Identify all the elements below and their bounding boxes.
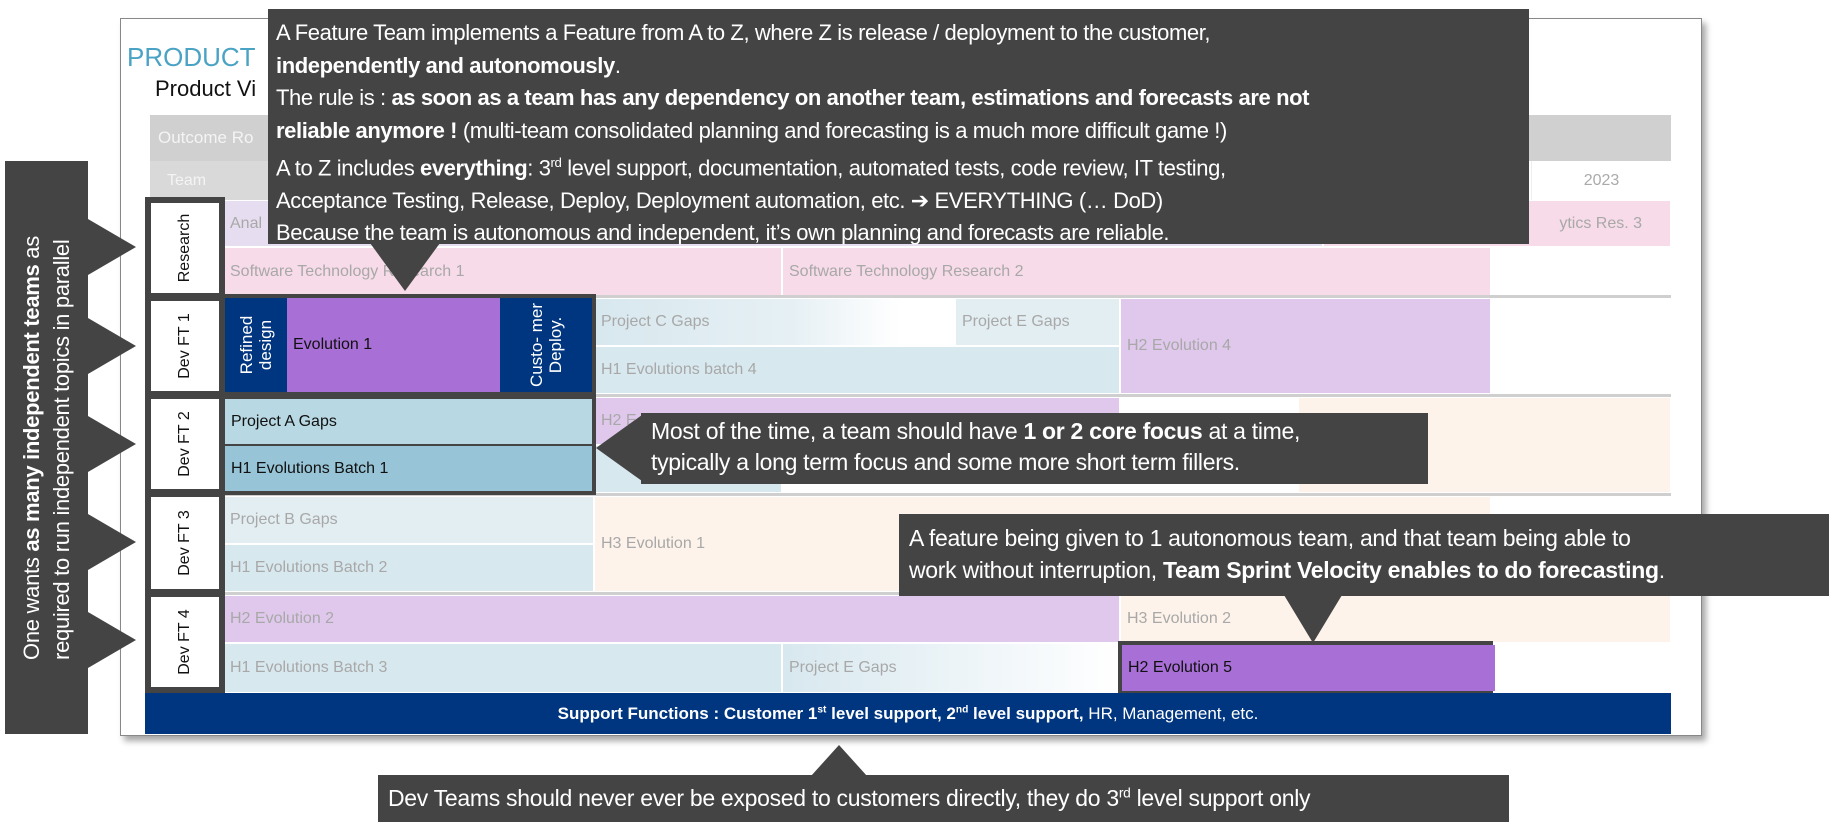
bottom-a: Dev Teams should never ever be exposed t… <box>388 785 1119 811</box>
team-dev-ft-3: Dev FT 3 <box>151 497 219 589</box>
team-column-header: Team <box>150 161 223 200</box>
bar-project-b-gaps: Project B Gaps <box>223 496 594 544</box>
bar-project-e-gaps-ft4: Project E Gaps <box>782 643 1120 693</box>
team-dev-ft-1: Dev FT 1 <box>151 301 219 391</box>
arrow-up-icon <box>811 745 867 776</box>
highlight-ft1: Refined design Evolution 1 Custo- mer De… <box>221 294 596 396</box>
bar-refined-design: Refined design <box>225 298 287 392</box>
row-separator <box>223 394 1671 397</box>
left-text-1: One wants <box>18 551 44 660</box>
bar-h3-evolution-2: H3 Evolution 2 <box>1120 595 1671 643</box>
team-dev-ft-2: Dev FT 2 <box>151 399 219 489</box>
team-research: Research <box>151 203 219 293</box>
top-l3-bold: as soon as a team has any dependency on … <box>391 85 1310 110</box>
bar-project-a-gaps: Project A Gaps <box>225 399 592 444</box>
middle-line-1: Most of the time, a team should have 1 o… <box>651 416 1428 447</box>
bar-h1-evolutions-batch-3: H1 Evolutions Batch 3 <box>223 643 782 693</box>
highlight-ft2: Project A Gaps H1 Evolutions Batch 1 <box>221 395 596 495</box>
team-column: Research Dev FT 1 Dev FT 2 Dev FT 3 Dev … <box>145 197 225 695</box>
bar-project-c-gaps: Project C Gaps <box>594 298 955 346</box>
top-l4-bold: reliable anymore ! <box>276 117 458 143</box>
right-c: . <box>1658 557 1665 583</box>
left-text-line2: required to run independent topics in pa… <box>48 239 74 660</box>
callout-independent-teams: One wants as many independent teams as r… <box>5 161 88 734</box>
bar-h1-evolutions-batch-4: H1 Evolutions batch 4 <box>594 346 1120 394</box>
middle-bold: 1 or 2 core focus <box>1023 418 1203 444</box>
top-line-5: A to Z includes everything: 3rd level su… <box>276 147 1529 185</box>
support-bold-c: level support, <box>968 703 1084 723</box>
top-l5-a: A to Z includes <box>276 155 421 181</box>
row-separator <box>223 295 1671 298</box>
bar-software-tech-research-2: Software Technology Research 2 <box>782 247 1491 296</box>
support-bold-a: Support Functions : Customer 1 <box>557 703 818 723</box>
top-l4-a: (multi-team consolidated planning and fo… <box>457 117 1227 143</box>
arrow-right-icon <box>88 318 136 374</box>
arrow-right-icon <box>88 219 136 275</box>
callout-sprint-velocity: A feature being given to 1 autonomous te… <box>899 514 1829 596</box>
slide-subtitle: Product Vi <box>155 76 257 101</box>
year-2023: 2023 <box>1531 161 1671 200</box>
bar-project-e-gaps-ft1: Project E Gaps <box>955 298 1120 346</box>
top-line-7: Because the team is autonomous and indep… <box>276 220 1170 246</box>
arrow-right-icon <box>88 612 136 668</box>
bottom-text: Dev Teams should never ever be exposed t… <box>388 785 1311 812</box>
arrow-down-icon <box>370 243 440 291</box>
bar-h1-evolutions-batch-2: H1 Evolutions Batch 2 <box>223 544 594 592</box>
callout-dev-teams-support: Dev Teams should never ever be exposed t… <box>378 775 1509 822</box>
right-bold: Team Sprint Velocity enables to do forec… <box>1162 557 1659 583</box>
right-line-1: A feature being given to 1 autonomous te… <box>909 525 1631 551</box>
top-l5-d: level support, documentation, automated … <box>561 155 1226 181</box>
support-functions-bar: Support Functions : Customer 1st level s… <box>145 693 1671 734</box>
bar-h2-evolution-4: H2 Evolution 4 <box>1120 298 1491 394</box>
row-separator <box>223 493 1671 496</box>
header-label: Outcome Ro <box>158 128 254 147</box>
support-sup-b: nd <box>955 703 969 715</box>
callout-core-focus: Most of the time, a team should have 1 o… <box>641 413 1428 484</box>
bar-software-tech-research-1: Software Technology Research 1 <box>223 247 782 296</box>
bar-h1-evolutions-batch-1: H1 Evolutions Batch 1 <box>225 446 592 491</box>
top-l3-a: The rule is : <box>276 85 392 110</box>
top-l2-bold: independently and autonomously <box>276 52 615 78</box>
top-line-4: reliable anymore ! (multi-team consolida… <box>276 115 1529 148</box>
support-text: Support Functions : Customer 1st level s… <box>558 704 1259 724</box>
bar-h2-evolution-5: H2 Evolution 5 <box>1122 645 1495 691</box>
bar-h2-evolution-2: H2 Evolution 2 <box>223 595 1120 643</box>
team-dev-ft-4: Dev FT 4 <box>151 597 219 687</box>
support-normal: HR, Management, etc. <box>1083 703 1259 723</box>
support-bold-b: level support, 2 <box>826 703 956 723</box>
callout-left-text: One wants as many independent teams as r… <box>17 236 77 660</box>
top-l2-end: . <box>614 52 621 78</box>
highlight-h2-evolution-5: H2 Evolution 5 <box>1118 641 1495 695</box>
top-l5-sup: rd <box>550 155 562 170</box>
arrow-left-icon <box>596 415 642 481</box>
arrow-right-icon <box>88 416 136 472</box>
top-l5-c: : 3 <box>527 155 551 181</box>
left-text-bold: as many independent teams <box>18 264 44 552</box>
bottom-b: level support only <box>1130 785 1311 811</box>
slide-title: PRODUCT <box>127 42 256 72</box>
right-line-2: work without interruption, Team Sprint V… <box>909 554 1829 586</box>
top-line-2: independently and autonomously. <box>276 50 1529 83</box>
top-line-3: The rule is : as soon as a team has any … <box>276 82 1529 115</box>
arrow-right-icon <box>88 514 136 570</box>
left-text-2: as <box>18 235 44 265</box>
top-l5-bold: everything <box>420 155 528 181</box>
arrow-down-icon <box>1284 595 1342 643</box>
middle-a: Most of the time, a team should have <box>651 418 1024 444</box>
support-sup-a: st <box>817 703 827 715</box>
callout-feature-team: A Feature Team implements a Feature from… <box>268 9 1529 245</box>
bar-evolution-1: Evolution 1 <box>287 298 500 392</box>
right-a: work without interruption, <box>909 557 1163 583</box>
top-line-6: Acceptance Testing, Release, Deploy, Dep… <box>276 187 1163 213</box>
top-line-1: A Feature Team implements a Feature from… <box>276 20 1211 45</box>
middle-c: at a time, <box>1202 418 1301 444</box>
bottom-sup: rd <box>1118 785 1131 801</box>
bar-customer-deploy: Custo- mer Deploy. <box>500 298 592 392</box>
middle-line-2: typically a long term focus and some mor… <box>651 449 1240 475</box>
